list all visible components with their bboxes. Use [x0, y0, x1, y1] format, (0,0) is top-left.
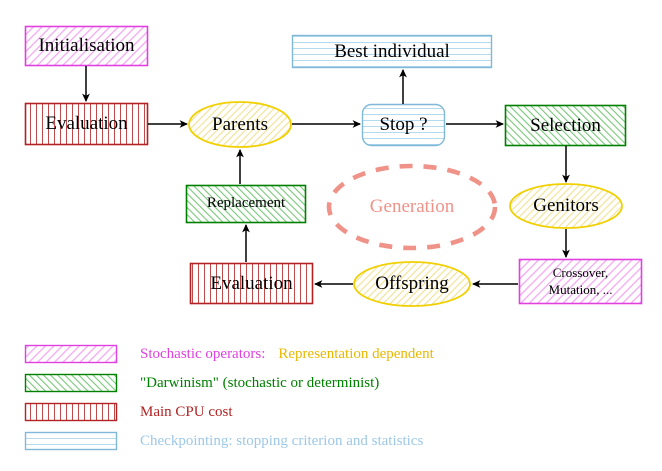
legend-label-stochastic: Stochastic operators: — [140, 345, 266, 362]
node-stop[interactable]: Stop ? — [379, 114, 428, 136]
legend-label-cpu: Main CPU cost — [140, 403, 233, 420]
shape-selection — [504, 104, 627, 147]
shape-parents — [188, 101, 292, 148]
shape-best-individual — [291, 34, 493, 69]
legend-row-checkpointing: Checkpointing: stopping criterion and st… — [116, 431, 423, 451]
legend-row-darwinism: "Darwinism" (stochastic or determinist) — [116, 373, 379, 393]
node-parents[interactable]: Parents — [212, 113, 268, 135]
shape-initialisation — [24, 25, 149, 67]
node-evaluation-top[interactable]: Evaluation — [45, 113, 128, 135]
node-evaluation-bottom[interactable]: Evaluation — [210, 272, 293, 294]
node-best-individual[interactable]: Best individual — [334, 40, 450, 62]
shape-offspring — [353, 261, 471, 307]
shape-replacement — [185, 184, 307, 224]
legend-row-stochastic: Stochastic operators: Representation dep… — [116, 344, 434, 364]
shape-genitors — [509, 183, 623, 229]
legend-label-checkpointing: Checkpointing: stopping criterion and st… — [140, 432, 424, 449]
shape-evaluation-bottom — [189, 262, 314, 305]
legend-label-representation-dependent: Representation dependent — [278, 345, 434, 362]
legend-swatch-checkpointing — [24, 431, 118, 451]
legend-row-cpu: Main CPU cost — [116, 402, 233, 422]
node-initialisation[interactable]: Initialisation — [38, 35, 135, 57]
node-genitors[interactable]: Genitors — [533, 195, 599, 217]
legend-swatch-darwinism — [24, 373, 118, 393]
node-selection[interactable]: Selection — [530, 114, 601, 136]
shape-crossover — [518, 258, 643, 305]
legend-swatch-stochastic — [24, 344, 118, 364]
shape-stop — [361, 103, 446, 147]
node-replacement[interactable]: Replacement — [206, 195, 286, 212]
legend-label-darwinism: "Darwinism" (stochastic or determinist) — [140, 374, 380, 391]
node-generation-label: Generation — [369, 196, 455, 218]
node-offspring[interactable]: Offspring — [375, 273, 449, 295]
shape-generation-boundary — [326, 163, 498, 251]
legend-swatch-cpu — [24, 402, 118, 422]
shape-evaluation-top — [24, 102, 149, 146]
node-crossover-mutation[interactable]: Crossover, Mutation, ... — [548, 265, 613, 297]
